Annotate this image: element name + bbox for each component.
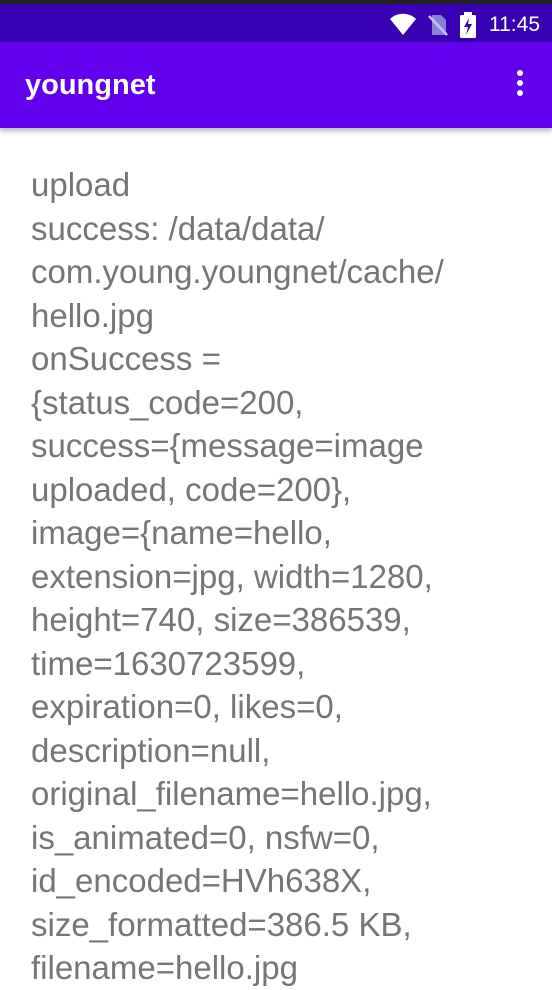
app-title: youngnet [25, 69, 156, 101]
upload-result-text: upload success: /data/data/ com.young.yo… [31, 166, 444, 986]
no-sim-icon [427, 13, 449, 37]
battery-charging-icon [459, 12, 477, 38]
wifi-icon [389, 13, 417, 37]
app-bar: youngnet [0, 42, 552, 128]
more-vert-icon [515, 69, 525, 102]
status-icons: 11:45 [389, 8, 540, 42]
overflow-menu-button[interactable] [502, 64, 538, 106]
status-time: 11:45 [489, 13, 540, 36]
status-bar: 11:45 [0, 0, 552, 42]
